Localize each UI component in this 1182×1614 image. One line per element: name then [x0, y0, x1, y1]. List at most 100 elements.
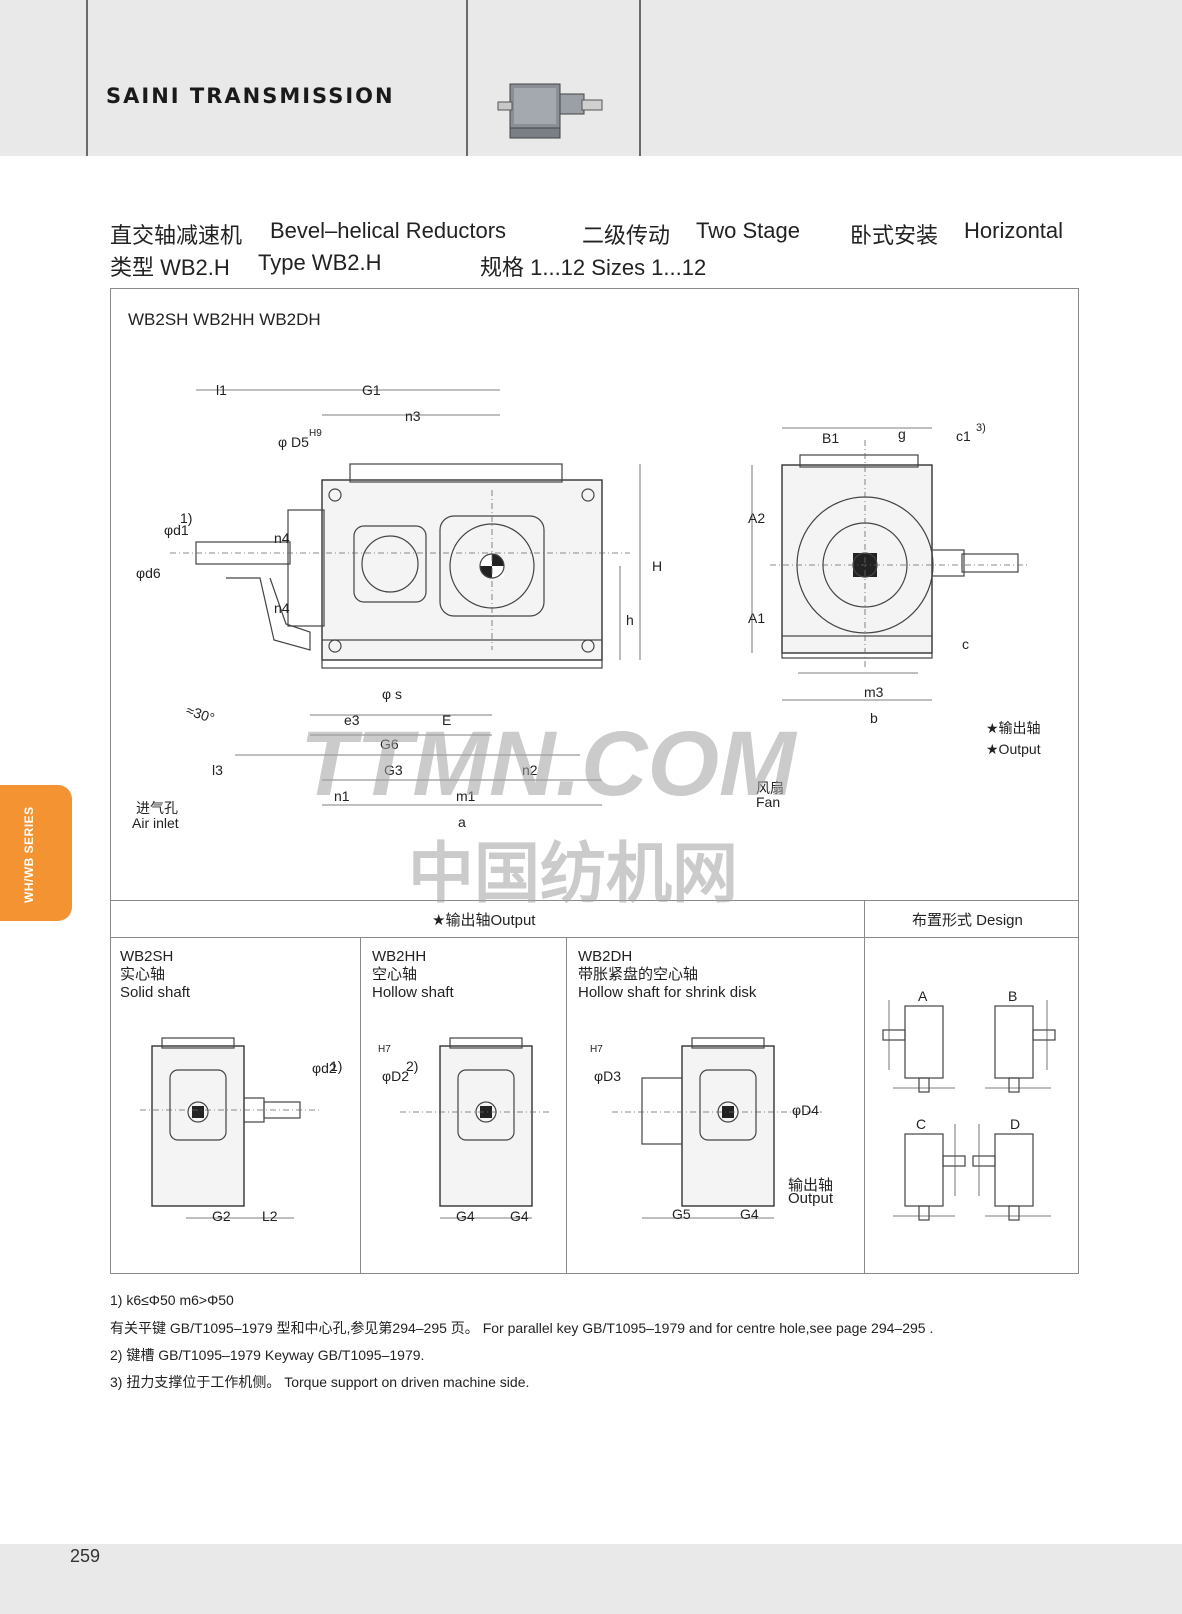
watermark-cn: 中国纺机网	[408, 836, 738, 910]
title-size: 规格 1...12 Sizes 1...12	[480, 255, 707, 280]
dim-g: g	[898, 426, 906, 442]
input-flange	[287, 509, 325, 627]
small-bearing-cover	[353, 525, 427, 603]
design-label-a: A	[918, 988, 928, 1004]
dim-G1: G1	[362, 382, 381, 398]
fan-cn: 风扇	[756, 780, 784, 796]
fan-en: Fan	[756, 794, 781, 810]
dim-m3: m3	[864, 684, 884, 700]
note-3: 3) 扭力支撑位于工作机侧。 Torque support on driven …	[110, 1374, 530, 1390]
dim-D5-tol: H9	[309, 428, 322, 439]
title-line-2: 类型 WB2.H Type WB2.H 规格 1...12 Sizes 1...…	[110, 250, 810, 280]
dim-E: E	[442, 712, 452, 728]
design-arrangement-drawings	[882, 1000, 1056, 1221]
air-inlet-en: Air inlet	[132, 815, 179, 831]
dim-G6: G6	[380, 736, 399, 752]
panel-3-dim-tol: H7	[590, 1044, 603, 1055]
dim-e3: e3	[344, 712, 360, 728]
panel-1-dim-d: φd2	[312, 1060, 337, 1076]
output-section-header: ★输出轴Output	[432, 912, 536, 929]
panel-2-en: Hollow shaft	[372, 984, 454, 1001]
output-en: ★Output	[986, 741, 1041, 757]
dim-H: H	[652, 558, 663, 574]
dim-A1: A1	[748, 610, 766, 626]
shrink-disk-drawing	[612, 1037, 822, 1219]
air-inlet-cn: 进气孔	[136, 800, 178, 816]
dim-s: φ s	[382, 686, 402, 702]
series-side-tab-label: WH/WB SERIES	[22, 806, 36, 903]
panel-1-en: Solid shaft	[120, 984, 191, 1001]
note-1b: 有关平键 GB/T1095–1979 型和中心孔,参见第294–295 页。 F…	[110, 1320, 934, 1336]
panel-3-en: Hollow shaft for shrink disk	[578, 984, 757, 1001]
frame-divider	[360, 937, 361, 1274]
dim-m1: m1	[456, 788, 476, 804]
front-view	[170, 389, 641, 806]
panel-3-dim-d: φD3	[594, 1068, 621, 1084]
fan-cover	[226, 577, 311, 651]
design-section-header: 布置形式 Design	[912, 912, 1023, 929]
output-cn: ★输出轴	[986, 720, 1041, 736]
frame-divider	[566, 937, 567, 1274]
watermark-url: TTMN.COM	[300, 713, 796, 815]
dim-A2: A2	[748, 510, 766, 526]
dim-a: a	[458, 814, 466, 830]
panel-2-dim-note: 2)	[406, 1058, 419, 1074]
title-en: Bevel–helical Reductors	[270, 218, 507, 243]
hollow-shaft-drawing	[400, 1037, 550, 1219]
dim-d1: φd1	[164, 522, 189, 538]
header-divider	[86, 0, 88, 156]
dim-n1: n1	[334, 788, 350, 804]
dim-D5: φ D5	[278, 434, 309, 450]
frame-divider	[110, 900, 1079, 901]
title-mount-en: Horizontal	[964, 218, 1064, 243]
panel-1-dim-b: L2	[262, 1208, 278, 1224]
dim-h: h	[626, 612, 634, 628]
title-mount-cn: 卧式安装	[850, 223, 939, 248]
dim-l3: l3	[212, 762, 223, 778]
title-stage-en: Two Stage	[696, 218, 800, 243]
gearbox-thumbnail-image	[497, 83, 603, 139]
title-type-cn: 类型 WB2.H	[110, 255, 230, 280]
drawing-frame	[110, 288, 1079, 1274]
design-label-b: B	[1008, 988, 1018, 1004]
dim-n2: n2	[522, 762, 538, 778]
header-band	[0, 0, 1182, 156]
housing-side-lid	[799, 454, 919, 468]
dim-c1: c1	[956, 428, 971, 444]
housing-top-lid	[349, 463, 563, 483]
panel-1-cn: 实心轴	[120, 966, 166, 983]
title-cn: 直交轴减速机	[110, 223, 243, 248]
dim-n4-top: n4	[274, 530, 290, 546]
housing-side-base	[781, 635, 933, 659]
design-c	[893, 1124, 966, 1221]
panel-3-dim-b: G4	[740, 1206, 759, 1222]
panel-2-dim-b: G4	[510, 1208, 529, 1224]
frame-divider	[864, 900, 865, 1274]
note-2: 2) 键槽 GB/T1095–1979 Keyway GB/T1095–1979…	[110, 1347, 425, 1363]
panel-2-dim-tol: H7	[378, 1044, 391, 1055]
dim-n4-bottom: n4	[274, 600, 290, 616]
dim-c1-note: 3)	[976, 422, 986, 434]
panel-3-dim-d4: φD4	[792, 1102, 819, 1118]
panel-2-dim-a: G4	[456, 1208, 475, 1224]
frame-divider	[110, 937, 1079, 938]
header-divider	[466, 0, 468, 156]
design-a	[882, 1000, 955, 1093]
main-technical-drawing	[170, 389, 1030, 806]
brand-logo-text: SAINI TRANSMISSION	[106, 84, 395, 108]
dim-B1: B1	[822, 430, 840, 446]
panel-3-output-en: Output	[788, 1190, 834, 1207]
design-d	[972, 1124, 1051, 1221]
page-number: 259	[70, 1546, 101, 1566]
footer-band	[0, 1544, 1182, 1614]
title-line-1: 直交轴减速机 Bevel–helical Reductors 二级传动 Two …	[110, 218, 1070, 248]
housing-front	[321, 479, 603, 661]
dim-c: c	[962, 636, 969, 652]
small-bearing-circle	[361, 535, 419, 593]
solid-shaft-drawing	[140, 1037, 320, 1219]
dim-d1-note: 1)	[180, 510, 193, 526]
design-label-c: C	[916, 1116, 927, 1132]
header-divider	[639, 0, 641, 156]
side-flange	[931, 549, 965, 577]
panel-3-code: WB2DH	[578, 948, 633, 965]
